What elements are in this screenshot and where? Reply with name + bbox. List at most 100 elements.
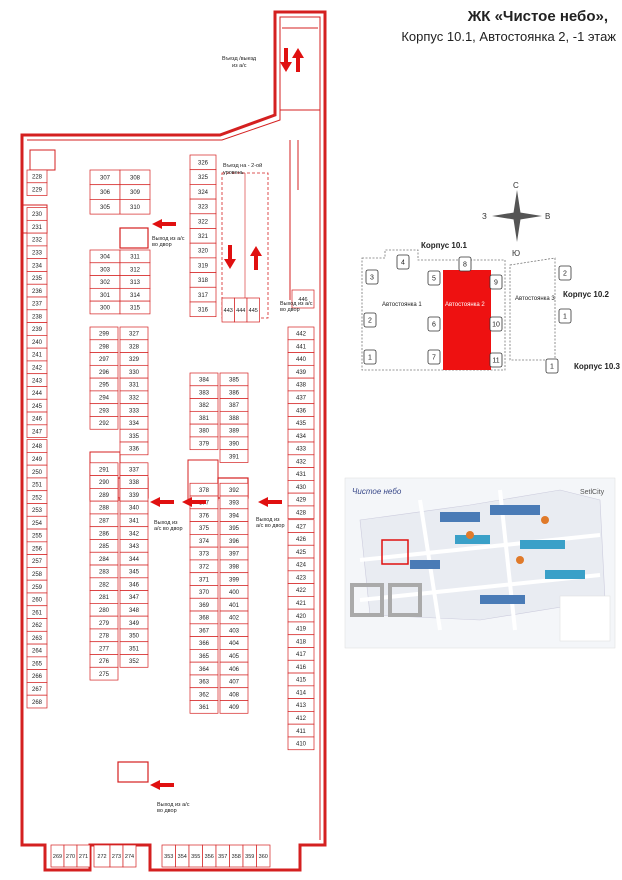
parking-space[interactable]: 434 xyxy=(287,428,315,443)
parking-space[interactable]: 279 xyxy=(89,615,119,630)
parking-space[interactable]: 366 xyxy=(189,636,219,650)
parking-space[interactable]: 342 xyxy=(119,526,149,540)
parking-space[interactable]: 369 xyxy=(189,597,219,612)
parking-space[interactable]: 277 xyxy=(89,641,119,655)
parking-space[interactable]: 328 xyxy=(119,339,149,353)
parking-space[interactable]: 258 xyxy=(26,567,48,581)
parking-space[interactable]: 239 xyxy=(26,322,48,336)
parking-space[interactable]: 442 xyxy=(287,326,315,341)
parking-space[interactable]: 248 xyxy=(26,439,48,453)
parking-space[interactable]: 446 xyxy=(291,289,315,309)
parking-space[interactable]: 352 xyxy=(119,654,149,668)
parking-space[interactable]: 267 xyxy=(26,682,48,696)
parking-space[interactable]: 349 xyxy=(119,615,149,630)
parking-space[interactable]: 269 xyxy=(50,844,65,868)
parking-space[interactable]: 315 xyxy=(119,300,151,315)
parking-space[interactable]: 378 xyxy=(189,482,219,497)
parking-space[interactable]: 345 xyxy=(119,564,149,579)
parking-space[interactable]: 250 xyxy=(26,464,48,479)
parking-space[interactable]: 438 xyxy=(287,377,315,392)
parking-space[interactable]: 261 xyxy=(26,605,48,619)
parking-space[interactable]: 379 xyxy=(189,436,219,451)
parking-space[interactable]: 306 xyxy=(89,184,121,200)
parking-space[interactable]: 412 xyxy=(287,711,315,725)
parking-space[interactable]: 308 xyxy=(119,169,151,186)
parking-space[interactable]: 298 xyxy=(89,339,119,353)
parking-space[interactable]: 404 xyxy=(219,636,249,650)
parking-space[interactable]: 281 xyxy=(89,590,119,604)
parking-space[interactable]: 430 xyxy=(287,480,315,494)
parking-space[interactable]: 291 xyxy=(89,462,119,476)
parking-space[interactable]: 380 xyxy=(189,423,219,438)
parking-space[interactable]: 400 xyxy=(219,585,249,599)
parking-space[interactable]: 382 xyxy=(189,398,219,412)
parking-space[interactable]: 393 xyxy=(219,495,249,510)
parking-space[interactable]: 257 xyxy=(26,554,48,568)
parking-space[interactable]: 249 xyxy=(26,452,48,466)
parking-space[interactable]: 365 xyxy=(189,649,219,663)
parking-space[interactable]: 307 xyxy=(89,169,121,186)
parking-space[interactable]: 255 xyxy=(26,528,48,543)
parking-space[interactable]: 256 xyxy=(26,541,48,555)
parking-space[interactable]: 420 xyxy=(287,608,315,623)
parking-space[interactable]: 234 xyxy=(26,258,48,272)
parking-space[interactable]: 432 xyxy=(287,454,315,468)
parking-space[interactable]: 376 xyxy=(189,508,219,522)
parking-space[interactable]: 327 xyxy=(119,326,149,341)
parking-space[interactable]: 288 xyxy=(89,500,119,515)
parking-space[interactable]: 381 xyxy=(189,410,219,425)
parking-space[interactable]: 411 xyxy=(287,723,315,738)
parking-space[interactable]: 263 xyxy=(26,630,48,645)
parking-space[interactable]: 392 xyxy=(219,482,249,497)
parking-space[interactable]: 326 xyxy=(189,154,217,171)
parking-space[interactable]: 264 xyxy=(26,643,48,658)
parking-space[interactable]: 292 xyxy=(89,416,119,430)
parking-space[interactable]: 357 xyxy=(215,844,230,868)
parking-space[interactable]: 386 xyxy=(219,385,249,399)
parking-space[interactable]: 262 xyxy=(26,618,48,632)
parking-space[interactable]: 325 xyxy=(189,169,217,185)
parking-space[interactable]: 408 xyxy=(219,687,249,701)
parking-space[interactable]: 304 xyxy=(89,249,121,264)
parking-space[interactable]: 443 xyxy=(221,297,235,323)
parking-space[interactable]: 362 xyxy=(189,687,219,701)
parking-space[interactable]: 396 xyxy=(219,534,249,548)
parking-space[interactable]: 244 xyxy=(26,386,48,400)
parking-space[interactable]: 353 xyxy=(161,844,176,868)
parking-space[interactable]: 330 xyxy=(119,364,149,379)
parking-space[interactable]: 309 xyxy=(119,184,151,200)
parking-space[interactable]: 273 xyxy=(109,844,124,868)
parking-space[interactable]: 294 xyxy=(89,390,119,405)
parking-space[interactable]: 431 xyxy=(287,467,315,481)
parking-space[interactable]: 368 xyxy=(189,610,219,625)
parking-space[interactable]: 384 xyxy=(189,372,219,387)
parking-space[interactable]: 318 xyxy=(189,272,217,288)
parking-space[interactable]: 373 xyxy=(189,546,219,561)
parking-space[interactable]: 413 xyxy=(287,698,315,712)
parking-space[interactable]: 313 xyxy=(119,275,151,289)
parking-space[interactable]: 405 xyxy=(219,649,249,663)
parking-space[interactable]: 364 xyxy=(189,661,219,676)
parking-space[interactable]: 401 xyxy=(219,597,249,612)
parking-space[interactable]: 423 xyxy=(287,570,315,584)
parking-space[interactable]: 344 xyxy=(119,551,149,566)
parking-space[interactable]: 238 xyxy=(26,309,48,323)
parking-space[interactable]: 346 xyxy=(119,577,149,591)
parking-space[interactable]: 422 xyxy=(287,583,315,597)
parking-space[interactable]: 339 xyxy=(119,488,149,502)
parking-space[interactable]: 268 xyxy=(26,694,48,709)
parking-space[interactable]: 293 xyxy=(89,403,119,417)
parking-space[interactable]: 341 xyxy=(119,513,149,528)
parking-space[interactable]: 320 xyxy=(189,242,217,259)
parking-space[interactable]: 247 xyxy=(26,424,48,438)
parking-space[interactable]: 429 xyxy=(287,492,315,507)
parking-space[interactable]: 231 xyxy=(26,219,48,234)
parking-space[interactable]: 355 xyxy=(188,844,203,868)
parking-space[interactable]: 347 xyxy=(119,590,149,604)
parking-space[interactable]: 289 xyxy=(89,488,119,502)
parking-space[interactable]: 335 xyxy=(119,428,149,443)
parking-space[interactable]: 317 xyxy=(189,286,217,303)
parking-space[interactable]: 332 xyxy=(119,390,149,405)
parking-space[interactable]: 415 xyxy=(287,672,315,687)
parking-space[interactable]: 323 xyxy=(189,198,217,215)
